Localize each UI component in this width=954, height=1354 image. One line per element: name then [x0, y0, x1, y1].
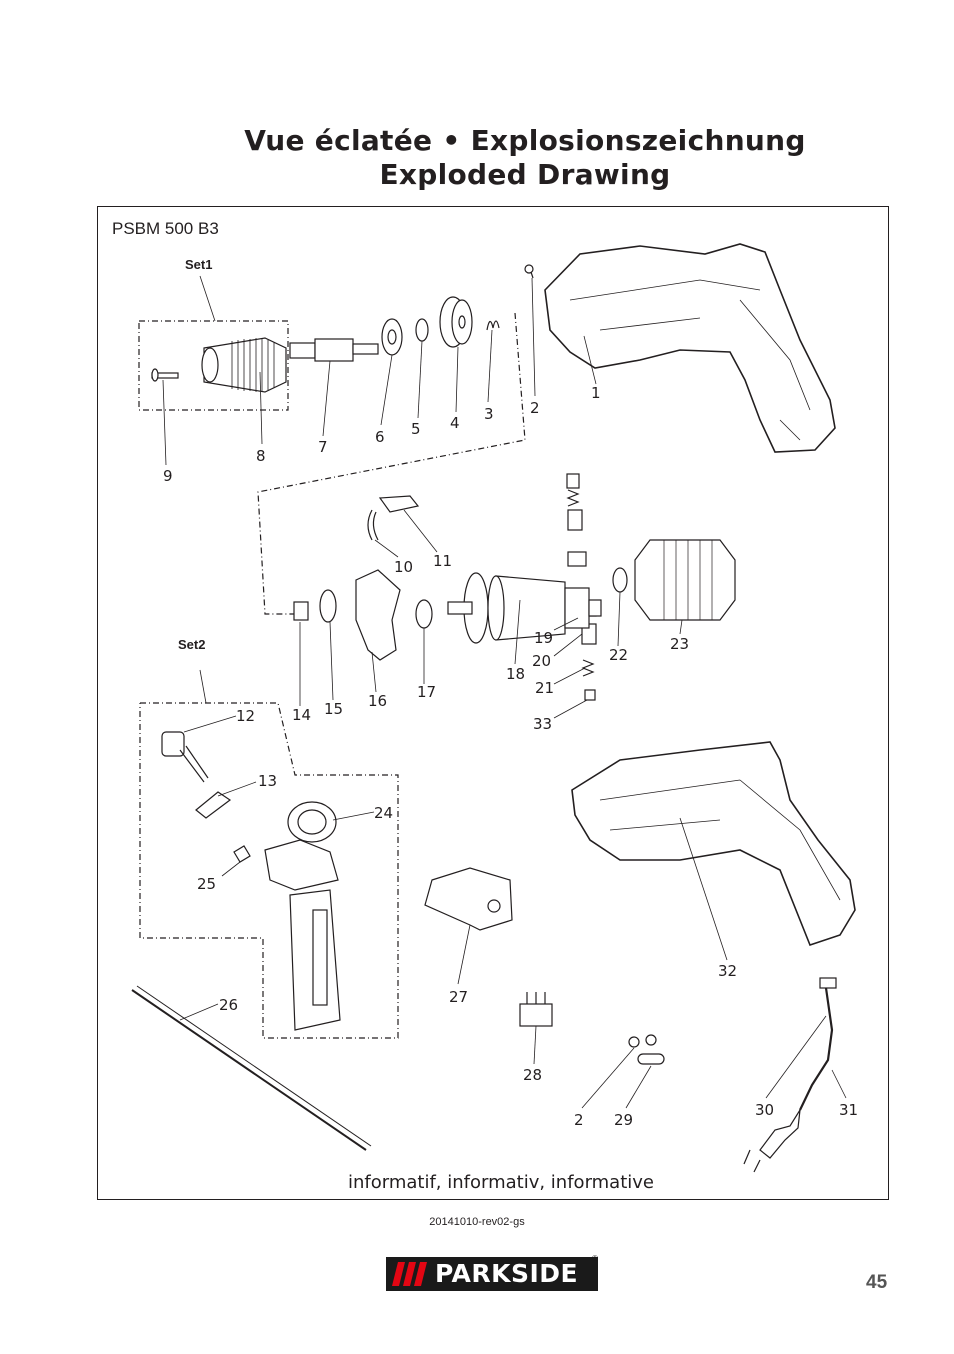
part-label: 19	[534, 629, 553, 647]
part-label: 23	[670, 635, 689, 653]
part-cable-30-31	[743, 977, 837, 1173]
part-label: 8	[256, 447, 266, 465]
part-label: 5	[411, 420, 421, 438]
part-aux-handle-24	[264, 801, 341, 1031]
part-spindle-7	[289, 338, 379, 362]
part-gear-15	[319, 589, 337, 623]
registered-mark-icon: ®	[592, 1254, 598, 1263]
part-label: 20	[532, 652, 551, 670]
part-label: 9	[163, 467, 173, 485]
brand-stripes-icon	[392, 1262, 427, 1286]
model-label: PSBM 500 B3	[112, 219, 219, 238]
part-label: 29	[614, 1111, 633, 1129]
part-bearing-6	[381, 318, 403, 356]
set2-label: Set2	[178, 637, 205, 652]
part-label: 33	[533, 715, 552, 733]
part-cover-27	[424, 867, 513, 931]
part-label: 15	[324, 700, 343, 718]
part-label: 1	[591, 384, 601, 402]
part-label: 10	[394, 558, 413, 576]
part-depth-rod-26	[131, 985, 372, 1151]
part-stator-23	[634, 539, 736, 621]
part-label: 22	[609, 646, 628, 664]
part-label: 14	[292, 706, 311, 724]
part-label: 4	[450, 414, 460, 432]
part-label: 17	[417, 683, 436, 701]
part-label: 26	[219, 996, 238, 1014]
part-armature-18	[447, 572, 602, 644]
part-label: 27	[449, 988, 468, 1006]
part-bearing-17	[415, 599, 433, 629]
set1-box	[138, 320, 289, 411]
part-label: 11	[433, 552, 452, 570]
part-label: 3	[484, 405, 494, 423]
part-label: 28	[523, 1066, 542, 1084]
part-clip-3	[486, 320, 500, 331]
part-label: 2	[530, 399, 540, 417]
page-number: 45	[866, 1272, 888, 1293]
part-label: 25	[197, 875, 216, 893]
part-screw-2-lower	[628, 1036, 640, 1048]
part-label: 6	[375, 428, 385, 446]
part-label: 12	[236, 707, 255, 725]
part-spring-10	[367, 509, 379, 541]
part-brush-holder-upper	[566, 473, 587, 567]
part-bearing-22	[612, 567, 628, 593]
page-title: Vue éclatée • Explosionszeichnung	[244, 124, 806, 157]
part-plate-13	[195, 791, 232, 819]
set1-label: Set1	[185, 257, 212, 272]
motor-chain-line	[257, 312, 526, 615]
part-gear-4	[439, 296, 473, 348]
brand-name: PARKSIDE	[435, 1259, 579, 1288]
revision-code: 20141010-rev02-gs	[429, 1216, 525, 1228]
part-switch-11	[378, 495, 420, 513]
part-clamp-29	[637, 1053, 665, 1065]
part-label: 30	[755, 1101, 774, 1119]
diagram-footnote: informatif, informativ, informative	[348, 1172, 654, 1193]
part-nut-25	[233, 845, 251, 863]
part-label: 31	[839, 1101, 858, 1119]
part-label: 32	[718, 962, 737, 980]
part-label: 7	[318, 438, 328, 456]
part-screw-2	[524, 264, 534, 279]
part-label: 2	[574, 1111, 584, 1129]
part-housing-1	[544, 243, 836, 453]
part-label: 13	[258, 772, 277, 790]
part-label: 16	[368, 692, 387, 710]
part-washer-5	[415, 318, 429, 342]
page-subtitle: Exploded Drawing	[379, 158, 671, 191]
part-label: 18	[506, 665, 525, 683]
part-filter-28	[519, 1003, 553, 1027]
part-housing-32	[571, 741, 856, 946]
part-gearbox-plate-16	[355, 569, 401, 661]
part-label: 24	[374, 804, 393, 822]
diagram-frame	[97, 206, 889, 1200]
part-knob-12	[161, 731, 209, 783]
part-screw-9	[151, 368, 179, 382]
set2-box	[139, 702, 399, 1039]
part-bearing-14	[293, 601, 309, 621]
part-label: 21	[535, 679, 554, 697]
part-chuck-8	[201, 337, 287, 393]
